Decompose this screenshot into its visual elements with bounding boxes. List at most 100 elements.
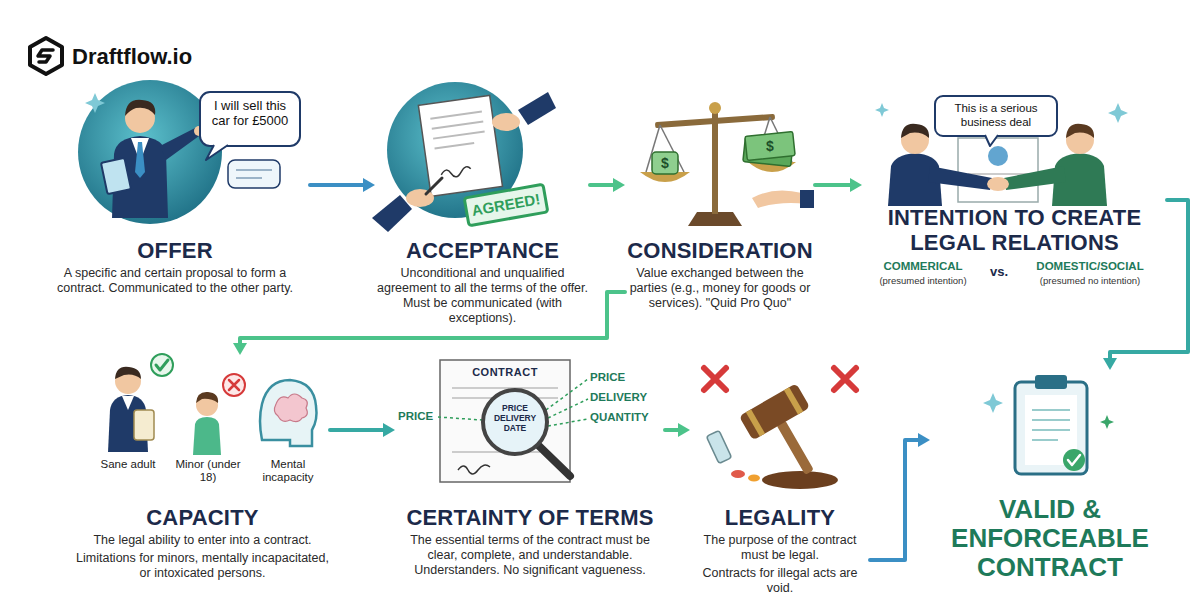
stage-heading: CONSIDERATION (625, 238, 815, 263)
capacity-illustration (229, 380, 239, 390)
stage-description: Limitations for minors, mentally incapac… (75, 551, 330, 581)
handshake-illustration (875, 103, 889, 117)
gavel-illustration (748, 475, 760, 482)
gavel-illustration (731, 470, 745, 478)
connector-line (310, 183, 366, 187)
gavel-illustration (784, 387, 803, 414)
contract-illustration (438, 360, 588, 482)
category-note: (presumed intention) (866, 275, 980, 286)
stage-heading: LEGALITY (690, 505, 870, 530)
handshake-illustration (1004, 166, 1066, 190)
stage-description: A specific and certain proposal to form … (40, 266, 310, 296)
offer-illustration (85, 93, 105, 113)
capacity-illustration (122, 396, 134, 410)
connector-line (590, 183, 616, 187)
capacity-illustration (151, 354, 173, 376)
clipboard-illustration (1015, 382, 1087, 474)
acceptance-illustration (418, 95, 502, 196)
contract-illustration (458, 465, 490, 474)
offer-illustration (160, 128, 199, 160)
acceptance-illustration (518, 92, 556, 125)
acceptance-illustration (441, 166, 472, 179)
scales-illustration (752, 190, 806, 208)
clipboard-illustration (1068, 455, 1080, 465)
acceptance-illustration (372, 82, 556, 232)
flow-connector (233, 292, 625, 355)
connector-line (1110, 200, 1188, 361)
handshake-illustration (1066, 124, 1094, 138)
scales-illustration (640, 102, 814, 226)
arrow-head (363, 178, 375, 192)
capacity-illustration (108, 354, 317, 455)
handshake-illustration (987, 177, 1009, 191)
category-note: (presumed no intention) (1018, 275, 1162, 286)
offer-illustration (236, 169, 272, 171)
offer-illustration (135, 142, 145, 178)
logo-icon (30, 38, 62, 74)
capacity-illustration (115, 367, 141, 379)
stage-node: LEGALITY The purpose of the contract must… (690, 355, 870, 590)
category-name: COMMERICAL (866, 260, 980, 272)
capacity-illustration (196, 392, 218, 403)
gavel-illustration (704, 368, 726, 390)
acceptance-illustration (418, 95, 502, 196)
offer-illustration (206, 145, 228, 160)
capacity-illustration (156, 360, 168, 370)
currency-symbol: $ (653, 154, 677, 172)
acceptance-illustration (492, 113, 520, 131)
contract-illustration (548, 419, 588, 426)
connector-line (815, 183, 853, 187)
capacity-illustration (260, 380, 317, 446)
versus-text: vs. (983, 264, 1015, 279)
gavel-illustration (706, 430, 731, 463)
handshake-illustration (968, 173, 1028, 175)
magnified-text: PRICE DELIVERY DATE (487, 403, 543, 433)
flow-connector (870, 433, 930, 560)
scales-illustration (688, 212, 742, 226)
arrow-head (1103, 358, 1117, 370)
contract-illustration (548, 399, 588, 418)
flow-connector (330, 423, 395, 437)
acceptance-illustration (464, 184, 548, 225)
stage-heading: VALID & ENFORCEABLE CONTRACT (930, 495, 1170, 582)
connector-line (240, 292, 625, 346)
term-tag: QUANTITY (590, 411, 662, 423)
brand-name: Draftflow.io (72, 44, 272, 70)
speech-text: This is a serious business deal (940, 101, 1052, 129)
clipboard-illustration (983, 375, 1114, 474)
capacity-illustration (193, 417, 221, 455)
arrow-head (383, 423, 395, 437)
stage-heading: CERTAINTY OF TERMS (395, 505, 665, 530)
clipboard-illustration (1032, 429, 1070, 431)
contract-illustration (438, 417, 482, 420)
logo-icon (38, 50, 53, 62)
figure-caption: Minor (under 18) (175, 458, 241, 484)
arrow-head (613, 178, 625, 192)
acceptance-illustration (432, 121, 483, 128)
stage-description: The purpose of the contract must be lega… (690, 533, 870, 563)
stage-description: Unconditional and unqualified agreement … (375, 266, 590, 326)
scales-illustration (800, 190, 814, 208)
clipboard-illustration (1032, 419, 1070, 421)
handshake-illustration (958, 138, 1038, 202)
handshake-illustration (928, 166, 992, 190)
clipboard-illustration (1100, 415, 1114, 429)
handshake-illustration (1108, 103, 1128, 123)
speech-text: I will sell this car for £5000 (204, 98, 296, 128)
offer-illustration (101, 158, 131, 194)
contract-illustration (546, 379, 588, 410)
scales-illustration (712, 110, 718, 214)
scales-illustration (709, 102, 721, 114)
arrow-head (850, 178, 862, 192)
clipboard-illustration (1035, 375, 1067, 389)
clipboard-illustration (1032, 409, 1070, 411)
acceptance-illustration (426, 178, 442, 194)
offer-illustration (125, 100, 155, 116)
clipboard-illustration (983, 393, 1003, 413)
stage-heading: OFFER (40, 238, 310, 263)
handshake-illustration (935, 96, 1057, 136)
gavel-illustration (704, 368, 856, 489)
arrow-head (678, 423, 690, 437)
arrow-head (918, 433, 930, 447)
